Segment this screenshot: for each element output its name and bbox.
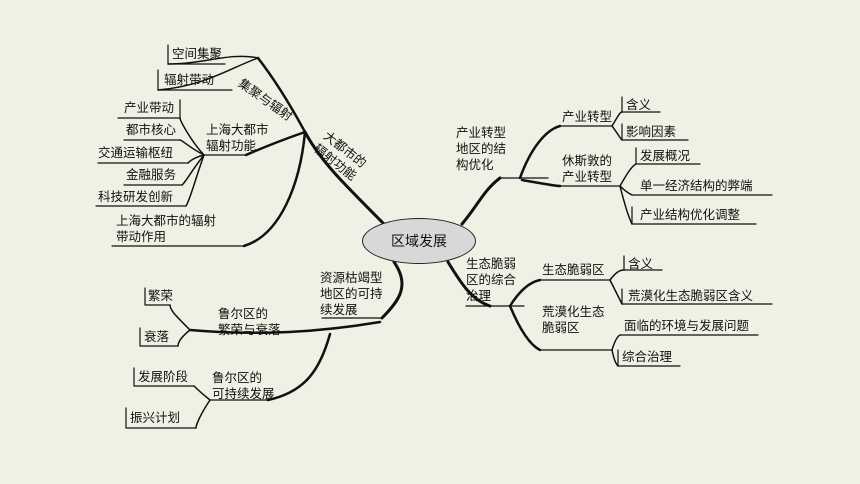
leaf-transport-hub: 交通运输枢纽 — [98, 145, 174, 160]
leaf-structure-optimization: 产业结构优化调整 — [640, 207, 741, 222]
branch-industry-transformation: 产业转型 地区的结 构优化 — [456, 125, 507, 172]
edge-center-right-bottom — [446, 260, 492, 308]
leaf-single-economy-drawbacks: 单一经济结构的弊端 — [640, 178, 753, 193]
edge-to-eco-fragile — [508, 278, 542, 308]
edge-to-agglomeration — [256, 56, 307, 134]
leaf-industry-drive: 产业带动 — [124, 100, 175, 115]
leaf-radiation-drive: 辐射带动 — [164, 72, 215, 87]
edge-to-industry-transform — [518, 124, 562, 180]
branch-resource-depleted: 资源枯竭型 地区的可持 续发展 — [320, 270, 383, 317]
bracket-space — [167, 44, 226, 65]
leaf-decline: 衰落 — [144, 329, 170, 344]
leaf-development-stages: 发展阶段 — [138, 369, 189, 384]
leaf-development-overview: 发展概况 — [640, 148, 691, 163]
center-node: 区域发展 — [362, 218, 476, 264]
leaf-environment-problems: 面临的环境与发展问题 — [624, 318, 750, 333]
leaf-space-agglomeration: 空间集聚 — [172, 46, 223, 61]
leaf-tech-innovation: 科技研发创新 — [98, 189, 174, 204]
edge-spread — [244, 130, 307, 157]
node-shanghai-radiation-function: 上海大都市 辐射功能 — [206, 122, 269, 153]
bracket-radiate — [157, 69, 233, 91]
node-ruhr-sustainable: 鲁尔区的 可持续发展 — [212, 370, 275, 401]
edge-to-ruhr-sustainable — [266, 332, 332, 402]
leaf-comprehensive-governance: 综合治理 — [622, 349, 673, 364]
leaf-revitalization-plan: 振兴计划 — [130, 410, 181, 425]
branch-eco-fragile-governance: 生态脆弱 区的综合 治理 — [466, 256, 517, 303]
node-desertification-area: 荒漠化生态 脆弱区 — [542, 304, 605, 335]
edge-center-left-top — [303, 130, 386, 226]
edge-center-right-top — [460, 176, 502, 226]
node-eco-fragile-area: 生态脆弱区 — [542, 262, 605, 277]
leaf-desertification-meaning: 荒漠化生态脆弱区含义 — [628, 288, 754, 303]
leaf-meaning-1: 含义 — [626, 97, 652, 112]
edge-to-ruhr-prosperity — [188, 320, 382, 335]
node-industry-transformation: 产业转型 — [562, 109, 613, 124]
leaf-financial-services: 金融服务 — [126, 167, 177, 182]
leaf-meaning-2: 含义 — [628, 256, 654, 271]
node-shanghai-radiation-effect: 上海大都市的辐射 带动作用 — [116, 213, 217, 244]
edge-to-desert — [508, 304, 542, 352]
leaf-prosperity: 繁荣 — [148, 288, 174, 303]
node-ruhr-prosperity-decline: 鲁尔区的 繁荣与衰落 — [218, 306, 281, 337]
edge-to-shanghai-effect — [242, 130, 307, 248]
leaf-influencing-factors: 影响因素 — [626, 124, 677, 139]
edge-to-houston — [520, 178, 562, 188]
edge-center-left-bottom — [380, 260, 404, 320]
node-houston-transformation: 休斯敦的 产业转型 — [562, 153, 613, 184]
leaf-urban-core: 都市核心 — [126, 122, 177, 137]
